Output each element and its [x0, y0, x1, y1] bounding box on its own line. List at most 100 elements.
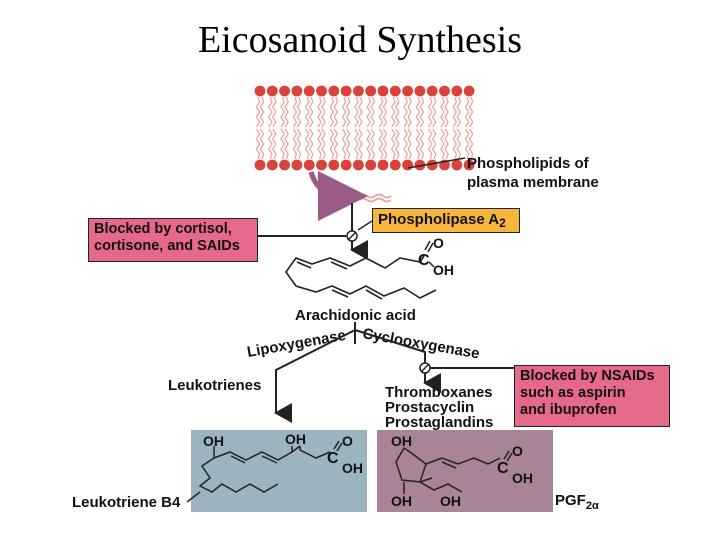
membrane-tail	[390, 96, 396, 128]
membrane-tail	[329, 128, 335, 160]
membrane-tail	[403, 128, 408, 160]
membrane-head	[279, 85, 290, 97]
membrane-tail	[403, 96, 408, 128]
blocked-top-line2: cortisone, and SAIDs	[94, 238, 240, 254]
membrane-label-line1: Phospholipids of	[467, 155, 590, 172]
pgf-carboxyl-o: O	[512, 443, 523, 459]
membrane-tail	[317, 128, 322, 160]
plasma-membrane	[254, 85, 475, 171]
lt-carboxyl-oh: OH	[342, 460, 363, 476]
page-title: Eicosanoid Synthesis	[197, 19, 523, 61]
membrane-tail	[255, 128, 261, 160]
membrane-head	[426, 159, 438, 171]
membrane-head	[365, 85, 377, 97]
pgf-oh-3: OH	[440, 493, 461, 509]
membrane-tail	[464, 96, 470, 128]
membrane-tail	[341, 128, 347, 160]
membrane-tail	[271, 128, 277, 160]
membrane-tail	[444, 96, 449, 128]
membrane-tail	[431, 96, 437, 128]
membrane-tail	[304, 128, 310, 160]
membrane-tail	[271, 96, 277, 128]
phospholipase-subscript: 2	[499, 216, 506, 230]
membrane-tail	[431, 128, 437, 160]
membrane-tail	[321, 128, 326, 160]
membrane-tail	[317, 96, 322, 128]
membrane-tail	[415, 128, 421, 160]
membrane-head	[463, 85, 475, 97]
carboxyl-o: O	[433, 235, 444, 251]
leukotriene-b4-label: Leukotriene B4	[72, 494, 181, 511]
membrane-tail	[468, 96, 474, 128]
membrane-tail	[354, 96, 359, 128]
product-prostaglandins: Prostaglandins	[385, 414, 493, 431]
membrane-tail	[452, 96, 458, 128]
product-thromboxanes: Thromboxanes	[385, 384, 493, 401]
membrane-tail	[308, 128, 314, 160]
inhibit-symbol-right	[419, 362, 431, 374]
membrane-tail	[341, 96, 347, 128]
membrane-head	[340, 85, 352, 97]
membrane-tail	[354, 128, 359, 160]
membrane-tail	[366, 96, 372, 128]
pgf2a-structure	[395, 446, 501, 494]
carboxyl-oh: OH	[433, 262, 454, 278]
membrane-head	[254, 85, 266, 97]
membrane-head	[451, 159, 463, 171]
release-arrow	[308, 170, 368, 221]
membrane-tail	[292, 96, 298, 128]
pgf-oh-1: OH	[391, 433, 412, 449]
membrane-tail	[267, 128, 273, 160]
pgf2a-label: PGF2α	[555, 492, 599, 512]
membrane-tail	[444, 128, 449, 160]
membrane-tail	[452, 128, 458, 160]
membrane-tail	[255, 96, 261, 128]
membrane-tail	[358, 96, 363, 128]
membrane-head	[316, 85, 327, 97]
membrane-tail	[394, 128, 400, 160]
membrane-head	[303, 159, 315, 171]
membrane-head	[266, 85, 278, 97]
membrane-tail	[456, 96, 462, 128]
membrane-tail	[419, 96, 425, 128]
membrane-head	[328, 159, 340, 171]
cyclooxygenase-label: Cyclooxygenase	[361, 325, 481, 362]
membrane-head	[291, 159, 303, 171]
membrane-tail	[284, 96, 289, 128]
membrane-tail	[456, 128, 462, 160]
carboxyl-c: C	[418, 252, 430, 269]
membrane-head	[353, 159, 364, 171]
membrane-tail	[378, 96, 384, 128]
membrane-tail	[267, 96, 273, 128]
blocked-right-line1: Blocked by NSAIDs	[520, 368, 655, 384]
pgf-oh-2: OH	[391, 493, 412, 509]
membrane-tail	[345, 128, 351, 160]
membrane-head	[353, 85, 364, 97]
pgf2a-panel	[377, 430, 553, 512]
lt-oh-1: OH	[203, 433, 224, 449]
blocked-right-line2: such as aspirin	[520, 385, 626, 401]
membrane-tail	[407, 96, 412, 128]
membrane-head	[402, 85, 413, 97]
arachidonic-acid-structure	[285, 255, 437, 300]
blocked-top-line1: Blocked by cortisol,	[94, 221, 232, 237]
membrane-head	[414, 85, 426, 97]
membrane-tail	[259, 96, 265, 128]
membrane-head	[451, 85, 463, 97]
membrane-tail	[345, 96, 351, 128]
membrane-tail	[390, 128, 396, 160]
lt-oh-2: OH	[285, 431, 306, 447]
lt-carboxyl-c: C	[327, 450, 339, 467]
membrane-head	[365, 159, 377, 171]
membrane-tail	[304, 96, 310, 128]
membrane-tail	[259, 128, 265, 160]
membrane-tail	[333, 96, 339, 128]
membrane-head	[340, 159, 352, 171]
membrane-tail	[321, 96, 326, 128]
membrane-tail	[407, 128, 412, 160]
membrane-head	[291, 85, 303, 97]
membrane-tail	[464, 128, 470, 160]
membrane-head	[303, 85, 315, 97]
pgf-carboxyl-c: C	[497, 460, 509, 477]
membrane-tail	[370, 128, 376, 160]
